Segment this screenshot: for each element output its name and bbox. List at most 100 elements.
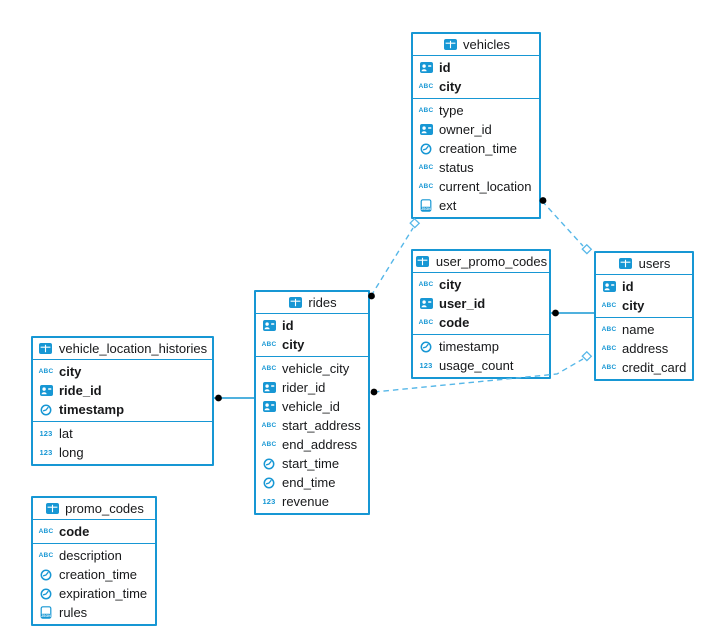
abc-string-icon: ABC (601, 326, 617, 333)
field-name: ride_id (59, 383, 102, 398)
table-promo-codes[interactable]: promo_codes ABC code ABC description cre… (31, 496, 157, 626)
field-row: ABC city (413, 275, 549, 294)
abc-string-icon: ABC (418, 183, 434, 190)
table-user-promo-codes[interactable]: user_promo_codes ABC city user_id ABC co… (411, 249, 551, 379)
table-header-promo-codes[interactable]: promo_codes (33, 498, 155, 520)
field-row: ABC city (413, 77, 539, 96)
field-name: rider_id (282, 380, 326, 395)
clock-icon (38, 404, 54, 416)
abc-string-icon: ABC (418, 107, 434, 114)
field-name: start_time (282, 456, 340, 471)
id-badge-icon (418, 124, 434, 135)
field-name: usage_count (439, 358, 514, 373)
abc-string-icon: ABC (261, 365, 277, 372)
table-header-users[interactable]: users (596, 253, 692, 275)
field-row: 123 lat (33, 424, 212, 443)
table-title: rides (308, 295, 337, 310)
abc-string-icon: ABC (38, 552, 54, 559)
field-row: timestamp (33, 400, 212, 419)
field-row: ABC city (33, 362, 212, 381)
table-header-vehicle-location-histories[interactable]: vehicle_location_histories (33, 338, 212, 360)
number-123-icon: 123 (419, 361, 433, 370)
field-name: end_address (282, 437, 358, 452)
field-row: expiration_time (33, 584, 155, 603)
table-users[interactable]: users id ABC city ABC name ABC address A… (594, 251, 694, 381)
primary-key-section: ABC city ride_id timestamp (33, 360, 212, 422)
field-row: creation_time (413, 139, 539, 158)
field-row: start_time (256, 454, 368, 473)
table-grid-icon (415, 256, 431, 267)
table-header-rides[interactable]: rides (256, 292, 368, 314)
fields-section: timestamp 123 usage_count (413, 335, 549, 377)
field-name: id (622, 279, 634, 294)
table-vehicles[interactable]: vehicles id ABC city ABC type owner_id (411, 32, 541, 219)
field-name: city (439, 277, 462, 292)
field-row: ABC city (256, 335, 368, 354)
json-icon-label: JSON (41, 614, 51, 618)
fields-section: ABC type owner_id creation_time ABC stat… (413, 99, 539, 217)
field-row: ABC code (33, 522, 155, 541)
field-name: credit_card (622, 360, 687, 375)
primary-key-section: ABC city user_id ABC code (413, 273, 549, 335)
table-header-vehicles[interactable]: vehicles (413, 34, 539, 56)
number-123-icon: 123 (39, 429, 53, 438)
field-name: city (622, 298, 645, 313)
field-name: user_id (439, 296, 486, 311)
field-row: ABC start_address (256, 416, 368, 435)
fields-section: ABC name ABC address ABC credit_card (596, 318, 692, 379)
number-123-icon: 123 (262, 497, 276, 506)
table-rides[interactable]: rides id ABC city ABC vehicle_city rider… (254, 290, 370, 515)
field-row: vehicle_id (256, 397, 368, 416)
field-row: 123 usage_count (413, 356, 549, 375)
field-row: ABC description (33, 546, 155, 565)
field-name: id (282, 318, 294, 333)
field-row: id (256, 316, 368, 335)
field-name: rules (59, 605, 88, 620)
field-row: ride_id (33, 381, 212, 400)
field-name: lat (59, 426, 73, 441)
field-row: creation_time (33, 565, 155, 584)
field-name: long (59, 445, 84, 460)
fields-section: ABC description creation_time expiration… (33, 544, 155, 624)
id-badge-icon (601, 281, 617, 292)
clock-icon (261, 477, 277, 489)
field-name: current_location (439, 179, 532, 194)
field-name: timestamp (59, 402, 125, 417)
field-row: ABC end_address (256, 435, 368, 454)
field-name: vehicle_id (282, 399, 340, 414)
table-grid-icon (44, 503, 60, 514)
field-row: 123 long (33, 443, 212, 462)
field-row: ABC address (596, 339, 692, 358)
field-name: description (59, 548, 122, 563)
json-icon-label: JSON (421, 207, 431, 211)
relation-anchor-diamond (409, 217, 421, 229)
relation-line-rides-vehicles (370, 227, 414, 297)
field-name: expiration_time (59, 586, 148, 601)
field-row: id (596, 277, 692, 296)
clock-icon (418, 341, 434, 353)
field-row: ABC current_location (413, 177, 539, 196)
field-row: ABC status (413, 158, 539, 177)
relation-dot (215, 394, 222, 402)
field-name: start_address (282, 418, 361, 433)
field-row: ABC vehicle_city (256, 359, 368, 378)
field-row: rider_id (256, 378, 368, 397)
relation-anchor-diamond (581, 350, 593, 362)
abc-string-icon: ABC (261, 422, 277, 429)
table-vehicle-location-histories[interactable]: vehicle_location_histories ABC city ride… (31, 336, 214, 466)
abc-string-icon: ABC (601, 345, 617, 352)
field-row: user_id (413, 294, 549, 313)
abc-string-icon: ABC (261, 341, 277, 348)
fields-section: 123 lat 123 long (33, 422, 212, 464)
abc-string-icon: ABC (261, 441, 277, 448)
field-name: owner_id (439, 122, 492, 137)
field-name: status (439, 160, 474, 175)
table-title: vehicle_location_histories (58, 341, 208, 356)
field-row: ABC credit_card (596, 358, 692, 377)
field-row: 123 revenue (256, 492, 368, 511)
table-title: users (638, 256, 671, 271)
id-badge-icon (38, 385, 54, 396)
field-row: ABC name (596, 320, 692, 339)
table-header-user-promo-codes[interactable]: user_promo_codes (413, 251, 549, 273)
